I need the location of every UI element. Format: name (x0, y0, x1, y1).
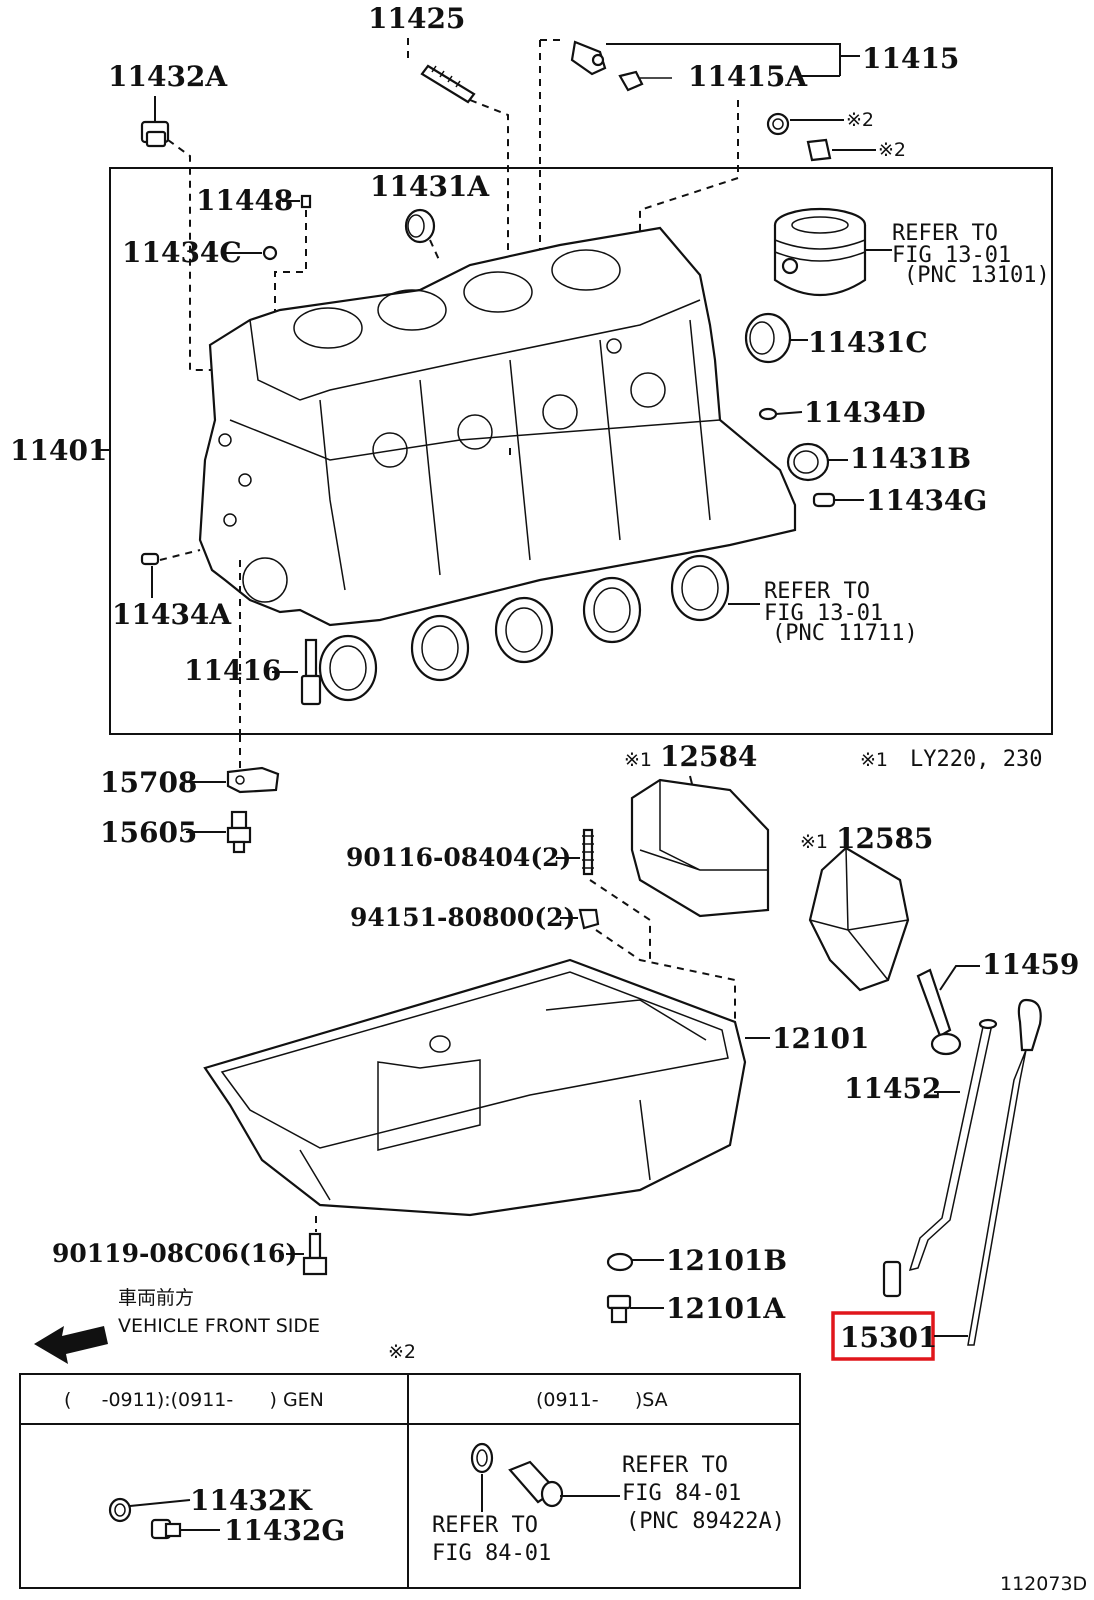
label-11431A[interactable]: 11431A (370, 170, 490, 203)
plug-note2-b-icon (806, 138, 832, 162)
note2-b: ※2 (878, 139, 906, 161)
label-15301[interactable]: 15301 (840, 1321, 937, 1354)
label-11431B[interactable]: 11431B (850, 442, 971, 475)
plug-note2-a-icon (766, 112, 790, 136)
table-col2-header: (0911- )SA (536, 1389, 668, 1411)
label-11452[interactable]: 11452 (844, 1072, 941, 1105)
label-15708[interactable]: 15708 (100, 766, 197, 799)
plug-11434D-icon (758, 407, 778, 421)
label-12585[interactable]: 12585 (836, 822, 933, 855)
label-11432G[interactable]: 11432G (224, 1514, 345, 1547)
oil-pan-icon (203, 958, 747, 1217)
ref-gasket-line2: FIG 84-01 (432, 1541, 551, 1566)
note2-a: ※2 (846, 109, 874, 131)
bearing-row-icon (318, 554, 730, 702)
ref-sensor-line3: (PNC 89422A) (626, 1509, 785, 1534)
pin-11434A-icon (140, 552, 160, 566)
ref-sensor-line1: REFER TO (622, 1453, 728, 1478)
drain-plug-12101A-icon (606, 1294, 632, 1324)
label-11432K[interactable]: 11432K (190, 1484, 313, 1517)
piston-icon (773, 207, 867, 296)
label-11434C[interactable]: 11434C (122, 236, 242, 269)
note1-12585: ※1 (800, 831, 828, 853)
sensor-gasket-icon (470, 1442, 494, 1474)
cap-11431A-icon (404, 208, 436, 244)
note1-models-text: LY220, 230 (910, 747, 1042, 772)
nut-94151-icon (578, 908, 600, 930)
label-11432A[interactable]: 11432A (108, 60, 228, 93)
label-11448[interactable]: 11448 (196, 184, 293, 217)
oil-jet-11416-icon (300, 638, 322, 706)
dipstick-guide-11452-icon (882, 1018, 998, 1298)
diagram-id: 112073D (1000, 1573, 1087, 1595)
label-12101B[interactable]: 12101B (666, 1244, 787, 1277)
stud-11425-icon (420, 64, 476, 104)
engine-block-icon (198, 226, 797, 627)
label-11401[interactable]: 11401 (10, 434, 107, 467)
baffle-12585-icon (808, 846, 910, 992)
front-arrow-icon (34, 1326, 108, 1364)
ref-piston-line2: FIG 13-01 (892, 243, 1011, 268)
highlight-15301 (831, 1311, 935, 1361)
note1-12584: ※1 (624, 749, 652, 771)
bolt-90116-icon (582, 828, 594, 876)
label-11434D[interactable]: 11434D (804, 396, 926, 429)
label-11434G[interactable]: 11434G (866, 484, 987, 517)
dipstick-15301-icon (967, 998, 1042, 1346)
label-11415[interactable]: 11415 (862, 42, 959, 75)
ref-bearing-line3: (PNC 11711) (772, 621, 918, 646)
ref-bearing-line1: REFER TO (764, 579, 870, 604)
front-en: VEHICLE FRONT SIDE (118, 1315, 320, 1337)
note1-models: ※1 (860, 749, 888, 771)
ref-gasket-line1: REFER TO (432, 1513, 538, 1538)
variant-table (19, 1373, 801, 1589)
label-90119[interactable]: 90119-08C06(16) (52, 1239, 297, 1268)
bolt-11415-icon (570, 40, 607, 76)
label-12584[interactable]: 12584 (660, 740, 757, 773)
ref-piston-line3: (PNC 13101) (904, 263, 1050, 288)
seal-11431B-icon (786, 442, 830, 482)
ref-sensor-line2: FIG 84-01 (622, 1481, 741, 1506)
plug-11434G-icon (812, 492, 836, 508)
oil-sensor-icon (508, 1460, 564, 1508)
label-11416[interactable]: 11416 (184, 654, 281, 687)
label-15605[interactable]: 15605 (100, 816, 197, 849)
label-90116[interactable]: 90116-08404(2) (346, 843, 571, 872)
ref-piston-line1: REFER TO (892, 221, 998, 246)
ref-bearing-line2: FIG 13-01 (764, 601, 883, 626)
gasket-12101B-icon (606, 1252, 634, 1272)
plug-11432G-icon (150, 1518, 182, 1540)
label-12101A[interactable]: 12101A (666, 1292, 786, 1325)
guide-11459-icon (916, 968, 962, 1056)
front-jp: 車両前方 (118, 1287, 194, 1309)
switch-15605-icon (226, 810, 252, 854)
label-11415A[interactable]: 11415A (688, 60, 808, 93)
gasket-11432K-icon (108, 1497, 132, 1523)
bracket-15708-icon (226, 766, 280, 794)
pin-11448-icon (300, 194, 312, 209)
table-note2: ※2 (388, 1341, 416, 1363)
label-11434A[interactable]: 11434A (112, 598, 232, 631)
bolt-90119-icon (302, 1232, 328, 1276)
cap-11431C-icon (744, 312, 792, 364)
label-11459[interactable]: 11459 (982, 948, 1079, 981)
label-12101[interactable]: 12101 (772, 1022, 869, 1055)
baffle-12584-icon (630, 778, 770, 918)
label-11425[interactable]: 11425 (368, 2, 465, 35)
label-94151[interactable]: 94151-80800(2) (350, 903, 575, 932)
table-col1-header: ( -0911):(0911- ) GEN (64, 1389, 324, 1411)
plug-11432A-icon (140, 120, 170, 148)
plug-11434C-icon (262, 245, 278, 261)
bolt-11415A-icon (618, 70, 672, 92)
label-11431C[interactable]: 11431C (808, 326, 928, 359)
